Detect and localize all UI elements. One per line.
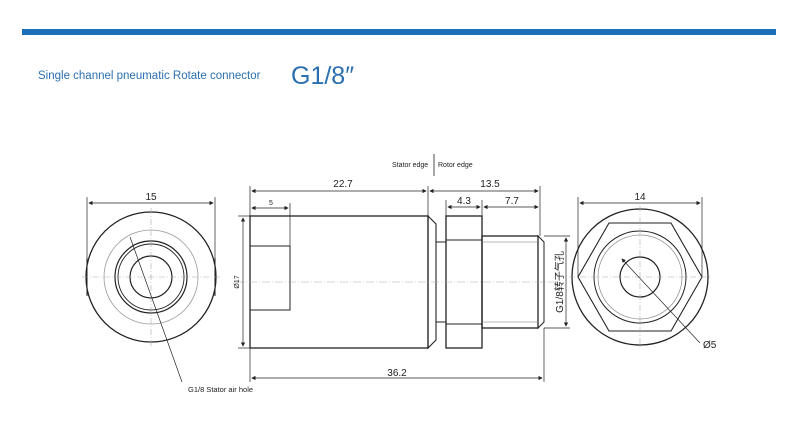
rotor-edge-label: Rotor edge [438,162,473,169]
dim-outer-diameter: Ø17 [234,275,241,288]
dim-bore-depth: 5 [269,200,273,207]
dim-bore-diameter: Ø5 [703,340,717,351]
stator-bore [249,245,291,311]
thread-spec-title: G1/8″ [291,62,355,90]
product-subtitle: Single channel pneumatic Rotate connecto… [38,70,261,82]
dim-stator-length: 22.7 [333,179,353,190]
right-end-view [569,197,711,348]
side-view [236,154,570,382]
stator-edge-label: Stator edge [392,162,428,169]
rotor-thread-label: G1/8转子气孔 [553,251,566,313]
bore-leader [621,258,701,344]
air-hole-leader [129,236,183,383]
dim-left-width: 15 [145,192,157,203]
dim-thread-length: 7.7 [505,196,519,207]
dim-total-length: 36.2 [387,368,407,379]
dim-hex-length: 4.3 [457,196,471,207]
stator-air-hole-label: G1/8 Stator air hole [188,385,253,394]
stator-chamfer [427,214,437,350]
dim-rotor-length: 13.5 [480,179,500,190]
top-accent-bar [22,29,776,35]
thread-chamfer [537,234,545,330]
dim-right-width: 14 [634,192,646,203]
left-end-view [82,197,220,383]
